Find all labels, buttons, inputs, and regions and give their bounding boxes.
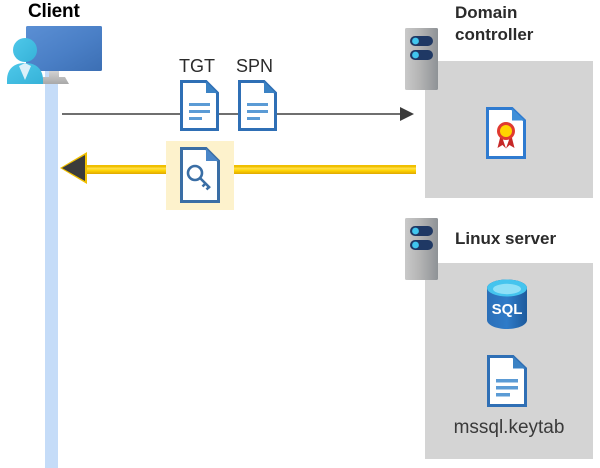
domain-controller-title: Domain controller [455,3,534,44]
spn-document-icon [238,80,277,131]
linux-server-title: Linux server [455,229,557,248]
request-arrow-line [62,113,403,115]
sql-database-icon: SQL [483,276,531,332]
workstation-user-icon [5,22,110,90]
response-arrow-head [62,155,85,181]
tgt-document-icon [180,80,219,131]
key-document-icon [180,147,220,203]
keytab-document-icon [487,355,527,407]
page-title-client: Client [28,1,80,22]
sql-database-label: SQL [492,301,523,318]
response-arrow-line [80,165,416,174]
certificate-document-icon [486,107,526,159]
request-arrow-head [400,107,414,121]
client-lifeline [45,62,58,468]
keytab-file-label: mssql.keytab [453,417,565,438]
linux-server-server-icon [405,218,438,280]
spn-label: SPN [236,56,274,76]
tgt-label: TGT [179,56,215,76]
domain-controller-server-icon [405,28,438,90]
